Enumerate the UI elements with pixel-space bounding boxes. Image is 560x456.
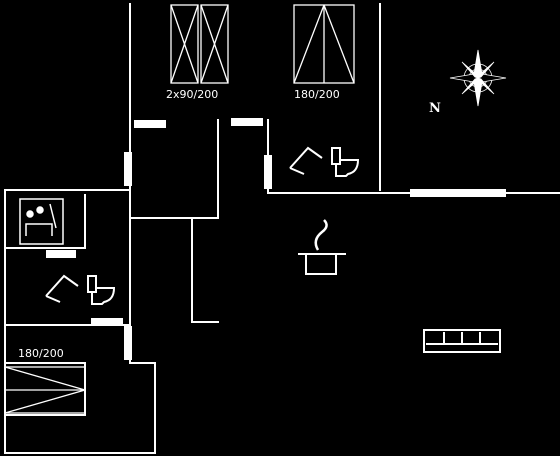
bed-icon bbox=[293, 4, 355, 84]
bed-label-bedroom-b: 180/200 bbox=[294, 88, 340, 101]
compass-rose-icon bbox=[449, 49, 507, 107]
sauna-icon bbox=[19, 198, 64, 245]
door-openings bbox=[46, 118, 506, 360]
shower-icon bbox=[289, 146, 323, 175]
toilet-icon bbox=[331, 147, 360, 177]
bed-label-bedroom-a: 2x90/200 bbox=[166, 88, 219, 101]
cooking-pot-icon bbox=[298, 219, 346, 275]
compass-north-label: N bbox=[429, 101, 441, 116]
shower-icon bbox=[45, 274, 79, 303]
bed-label-bedroom-c: 180/200 bbox=[18, 347, 64, 360]
bed-icon bbox=[170, 4, 229, 84]
toilet-icon bbox=[87, 275, 116, 305]
bed-icon bbox=[4, 366, 86, 414]
sofa-icon bbox=[423, 329, 501, 353]
